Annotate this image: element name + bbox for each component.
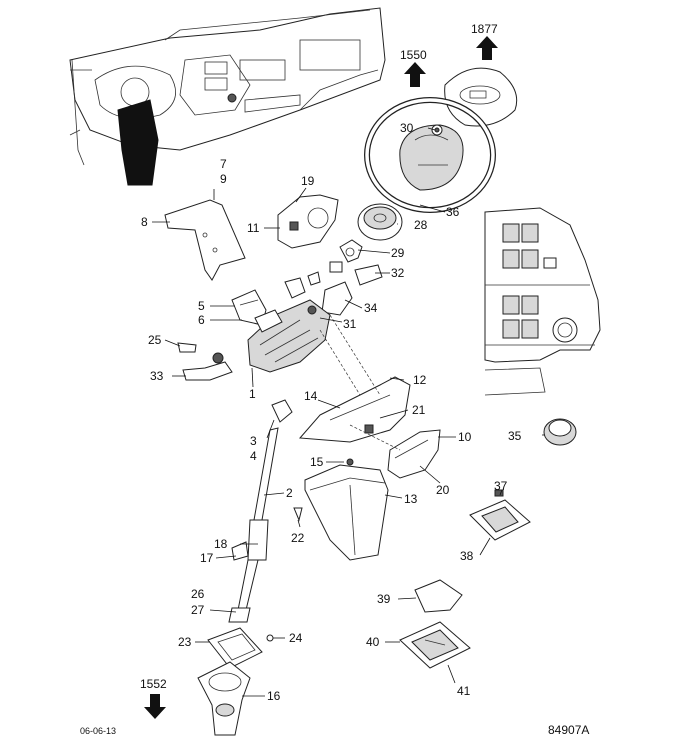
small-clips bbox=[284, 261, 343, 299]
callout-5: 5 bbox=[198, 299, 205, 313]
part-29-ring bbox=[339, 239, 363, 263]
callout-10: 10 bbox=[458, 430, 472, 444]
part-33-switch bbox=[182, 352, 233, 381]
airbag-cover bbox=[444, 67, 518, 127]
callout-19: 19 bbox=[301, 174, 315, 188]
callout-6: 6 bbox=[198, 313, 205, 327]
callout-17: 17 bbox=[200, 551, 214, 565]
part-35-knob bbox=[543, 418, 577, 446]
callout-8: 8 bbox=[141, 215, 148, 229]
part-28-clock-spring bbox=[357, 203, 403, 241]
callout-2: 2 bbox=[286, 486, 293, 500]
callout-12: 12 bbox=[413, 373, 427, 387]
part-24-screw bbox=[266, 634, 274, 642]
part-39-cover bbox=[414, 579, 463, 613]
part-38-gaiter bbox=[469, 489, 531, 541]
steering-wheel bbox=[364, 97, 496, 213]
part-2-shaft bbox=[228, 399, 293, 623]
callout-26: 26 bbox=[191, 587, 205, 601]
callout-7: 7 bbox=[220, 157, 227, 171]
callout-4: 4 bbox=[250, 449, 257, 463]
callout-16: 16 bbox=[267, 689, 281, 703]
ref-1550-label: 1550 bbox=[400, 48, 427, 62]
ref-arrow-1877: 1877 bbox=[471, 22, 498, 60]
callout-11: 11 bbox=[247, 221, 260, 235]
ref-arrow-1550: 1550 bbox=[400, 48, 427, 87]
callout-25: 25 bbox=[148, 333, 162, 347]
ref-1877-label: 1877 bbox=[471, 22, 498, 36]
callout-9: 9 bbox=[220, 172, 227, 186]
part-8-bracket bbox=[164, 199, 246, 281]
part-20-shroud bbox=[387, 429, 441, 479]
callout-39: 39 bbox=[377, 592, 391, 606]
callout-20: 20 bbox=[436, 483, 450, 497]
part-32-stalk bbox=[354, 264, 383, 286]
figure-id: 84907A bbox=[548, 723, 589, 736]
callout-3: 3 bbox=[250, 434, 257, 448]
callout-labels: 7 9 8 19 11 28 29 32 30 36 5 6 31 34 25 … bbox=[141, 121, 522, 703]
callout-24: 24 bbox=[289, 631, 303, 645]
callout-41: 41 bbox=[457, 684, 471, 698]
callout-31: 31 bbox=[343, 317, 357, 331]
part-22-screw bbox=[293, 507, 303, 522]
footer-date: 06-06-13 bbox=[80, 726, 116, 736]
leader-lines bbox=[152, 127, 545, 697]
ref-arrow-1552: 1552 bbox=[140, 677, 167, 719]
part-25-clip bbox=[177, 342, 197, 353]
callout-1: 1 bbox=[249, 387, 256, 401]
dashboard-overview bbox=[69, 7, 386, 186]
ref-1552-label: 1552 bbox=[140, 677, 167, 691]
part-16-boot bbox=[197, 661, 251, 736]
switch-panel bbox=[484, 207, 601, 396]
callout-40: 40 bbox=[366, 635, 380, 649]
part-13-lower-shroud bbox=[304, 458, 389, 561]
callout-14: 14 bbox=[304, 389, 318, 403]
part-23-boot-plate bbox=[207, 627, 263, 669]
part-34-bracket bbox=[321, 281, 353, 316]
callout-29: 29 bbox=[391, 246, 405, 260]
part-40-gaiter bbox=[399, 621, 471, 669]
callout-35: 35 bbox=[508, 429, 522, 443]
callout-18: 18 bbox=[214, 537, 228, 551]
part-31-column-assembly bbox=[247, 299, 331, 373]
callout-34: 34 bbox=[364, 301, 378, 315]
part-11-cover bbox=[277, 194, 339, 249]
callout-32: 32 bbox=[391, 266, 405, 280]
callout-38: 38 bbox=[460, 549, 474, 563]
callout-36: 36 bbox=[446, 205, 460, 219]
callout-15: 15 bbox=[310, 455, 324, 469]
callout-22: 22 bbox=[291, 531, 305, 545]
callout-28: 28 bbox=[414, 218, 428, 232]
callout-33: 33 bbox=[150, 369, 164, 383]
callout-21: 21 bbox=[412, 403, 426, 417]
part-14-upper-shroud bbox=[298, 376, 411, 443]
callout-30: 30 bbox=[400, 121, 414, 135]
callout-23: 23 bbox=[178, 635, 192, 649]
callout-13: 13 bbox=[404, 492, 418, 506]
callout-27: 27 bbox=[191, 603, 205, 617]
callout-37: 37 bbox=[494, 479, 508, 493]
